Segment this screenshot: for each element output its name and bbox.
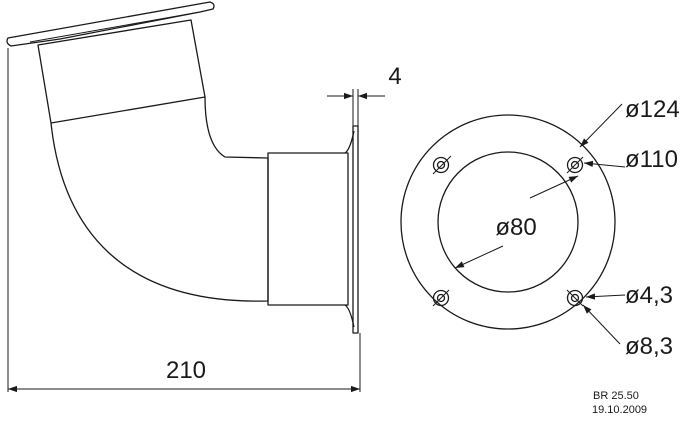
dimension-thickness-label: 4	[388, 63, 401, 90]
flange-front-view	[400, 114, 616, 330]
title-block: BR 25.50 19.10.2009	[592, 390, 647, 416]
right-flange	[352, 125, 359, 334]
hole-diameter-label: ø4,3	[625, 282, 673, 309]
dimension-outer-diameter: ø124	[579, 96, 680, 148]
outer-diameter-label: ø124	[625, 96, 680, 123]
dimension-thickness: 4	[327, 63, 402, 126]
bolt-hole	[432, 289, 450, 307]
dimension-hole-diameter: ø4,3	[585, 282, 673, 309]
dimension-washer-diameter: ø8,3	[582, 304, 673, 360]
drawing-date: 19.10.2009	[592, 404, 647, 416]
elbow-body	[50, 96, 269, 302]
washer-diameter-label: ø8,3	[625, 333, 673, 360]
dimension-length-label: 210	[166, 357, 206, 384]
bolt-hole	[566, 289, 584, 307]
drawing-code: BR 25.50	[593, 390, 639, 402]
top-sleeve	[37, 19, 206, 124]
bolt-circle-label: ø110	[625, 146, 678, 173]
right-sleeve	[267, 152, 349, 306]
dimension-length: 210	[7, 48, 361, 393]
top-flange	[6, 1, 215, 47]
bolt-hole	[432, 155, 452, 175]
bolt-hole	[566, 156, 584, 174]
dimension-inner-diameter: ø80	[454, 175, 579, 269]
outer-circle	[400, 114, 616, 330]
inner-diameter-label: ø80	[495, 214, 536, 241]
inner-circle	[437, 151, 579, 293]
elbow-side-view	[6, 1, 359, 334]
dimension-bolt-circle: ø110	[583, 146, 678, 173]
